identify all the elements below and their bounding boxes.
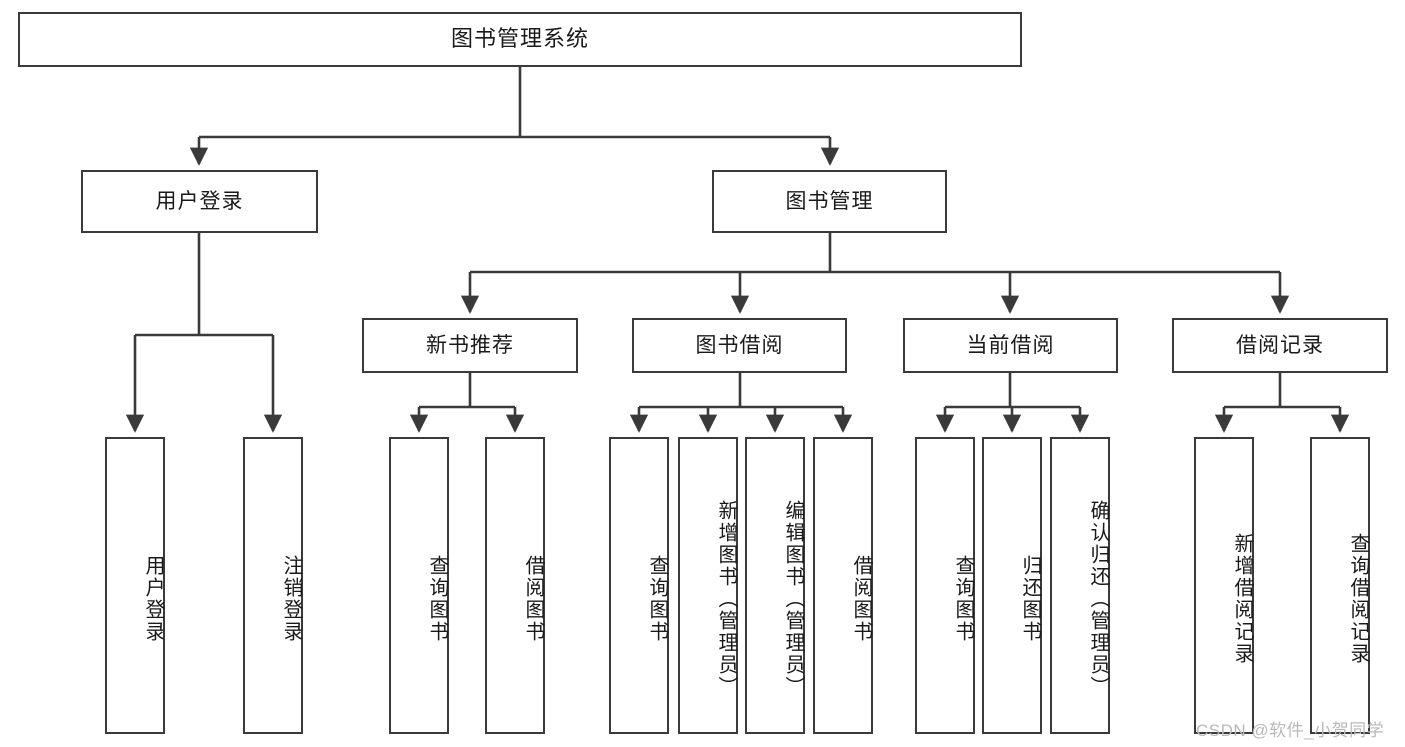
- leaf-query-book-recommend[interactable]: 查询图书: [389, 437, 449, 734]
- node-label: 图书借阅: [695, 333, 784, 357]
- node-label: 借阅记录: [1236, 333, 1324, 357]
- leaf-confirm-return-admin[interactable]: 确认归还（管理员）: [1050, 437, 1110, 734]
- node-label: 查询图书: [426, 554, 448, 643]
- node-label: 图书管理系统: [450, 26, 589, 52]
- node-new-book-recommend[interactable]: 新书推荐: [362, 318, 578, 373]
- node-label: 新增图书（管理员）: [715, 499, 737, 698]
- node-user-login[interactable]: 用户登录: [81, 170, 318, 233]
- leaf-logout-login[interactable]: 注销登录: [243, 437, 303, 734]
- node-label: 借阅图书: [850, 554, 872, 643]
- node-label: 用户登录: [155, 189, 244, 213]
- node-label: 查询借阅记录: [1347, 532, 1369, 665]
- leaf-return-book[interactable]: 归还图书: [982, 437, 1042, 734]
- node-label: 查询图书: [952, 554, 974, 643]
- node-label: 注销登录: [280, 554, 302, 643]
- node-label: 归还图书: [1019, 554, 1041, 643]
- node-label: 图书管理: [785, 189, 874, 213]
- leaf-borrow-book[interactable]: 借阅图书: [813, 437, 873, 734]
- node-label: 当前借阅: [966, 333, 1055, 357]
- leaf-query-borrow-record[interactable]: 查询借阅记录: [1310, 437, 1370, 734]
- node-root-system[interactable]: 图书管理系统: [18, 12, 1022, 67]
- node-book-borrow[interactable]: 图书借阅: [632, 318, 847, 373]
- node-label: 编辑图书（管理员）: [782, 499, 804, 698]
- leaf-query-book-current[interactable]: 查询图书: [915, 437, 975, 734]
- node-label: 确认归还（管理员）: [1087, 499, 1109, 698]
- node-label: 用户登录: [142, 554, 164, 643]
- leaf-edit-book-admin[interactable]: 编辑图书（管理员）: [745, 437, 805, 734]
- node-label: 新书推荐: [426, 333, 514, 357]
- node-current-borrow[interactable]: 当前借阅: [903, 318, 1118, 373]
- node-book-management[interactable]: 图书管理: [712, 170, 947, 233]
- leaf-add-borrow-record[interactable]: 新增借阅记录: [1194, 437, 1254, 734]
- leaf-borrow-book-recommend[interactable]: 借阅图书: [485, 437, 545, 734]
- node-borrow-records[interactable]: 借阅记录: [1172, 318, 1388, 373]
- node-label: 借阅图书: [522, 554, 544, 643]
- node-label: 新增借阅记录: [1231, 532, 1253, 665]
- node-label: 查询图书: [646, 554, 668, 643]
- leaf-user-login[interactable]: 用户登录: [105, 437, 165, 734]
- leaf-add-book-admin[interactable]: 新增图书（管理员）: [678, 437, 738, 734]
- leaf-query-book-borrow[interactable]: 查询图书: [609, 437, 669, 734]
- csdn-watermark: CSDN @软件_小贺同学: [1196, 721, 1385, 740]
